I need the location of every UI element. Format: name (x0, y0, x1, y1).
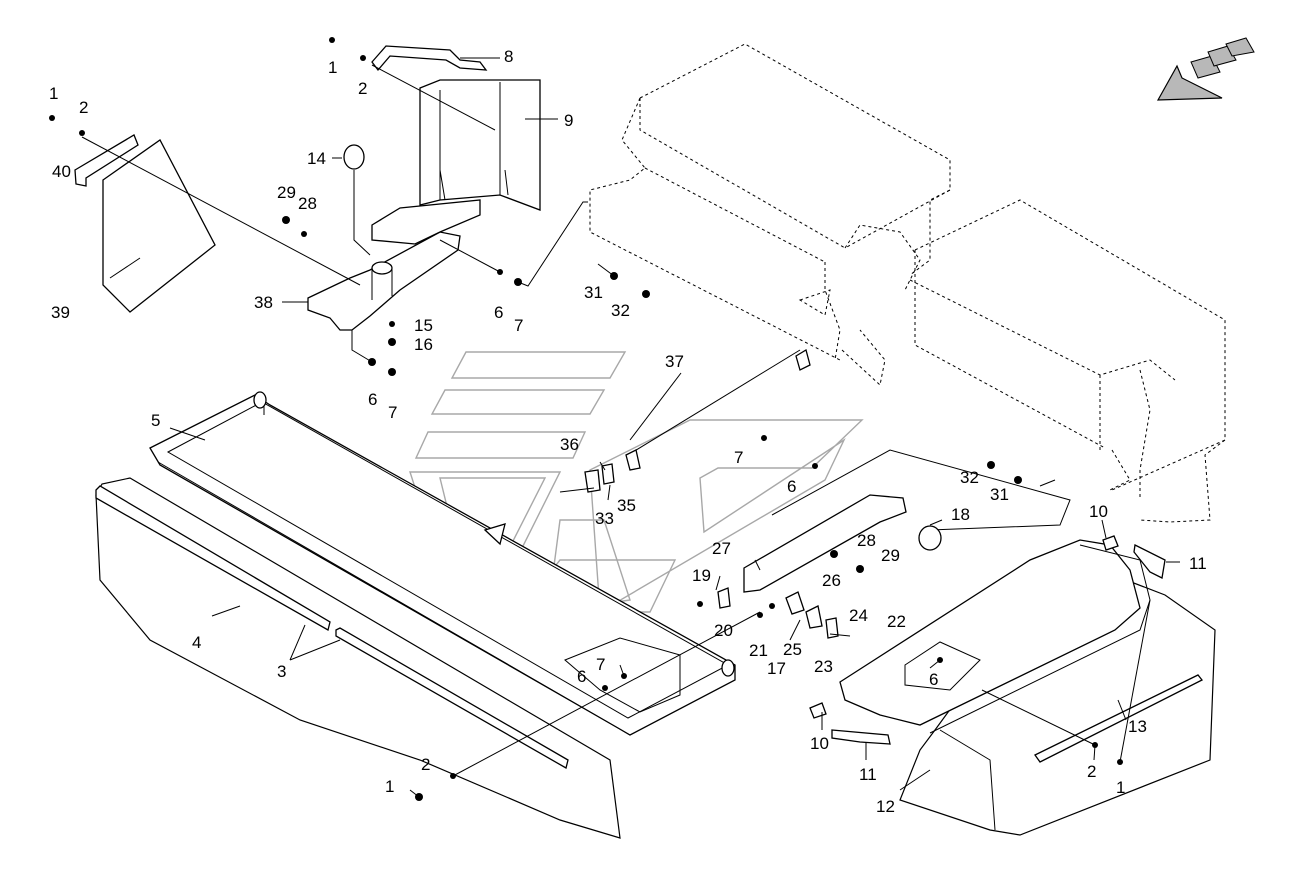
part-38-bracket (307, 199, 481, 331)
part-37-rod (625, 348, 811, 471)
callout-38: 38 (254, 293, 273, 312)
part-36-clip (584, 463, 615, 493)
part-8-strap (371, 45, 488, 72)
callout-7: 7 (388, 403, 397, 422)
part-5-frame (149, 391, 736, 736)
part-26-clamp (785, 591, 823, 629)
callout-1: 1 (49, 84, 58, 103)
callouts: 1 2 8 9 1 2 40 14 29 28 39 38 6 7 15 16 … (49, 47, 1207, 816)
part-27-support-arm (743, 449, 1071, 593)
callout-32: 32 (611, 301, 630, 320)
callout-7: 7 (596, 655, 605, 674)
fasteners (49, 37, 1123, 801)
part-39-mud-flap (102, 139, 216, 313)
callout-22: 22 (887, 612, 906, 631)
callout-2: 2 (1087, 762, 1096, 781)
part-10-bracket-a (1102, 535, 1119, 551)
callout-11: 11 (859, 765, 877, 784)
callout-2: 2 (79, 98, 88, 117)
callout-1: 1 (385, 777, 394, 796)
part-9-guard-plate (419, 79, 541, 211)
callout-2: 2 (421, 755, 430, 774)
callout-16: 16 (414, 335, 433, 354)
direction-arrow-icon (1156, 37, 1255, 101)
part-11-bracket-b (831, 729, 891, 745)
callout-3: 3 (277, 662, 286, 681)
callout-20: 20 (714, 621, 733, 640)
callout-19: 19 (692, 566, 711, 585)
callout-2: 2 (358, 79, 367, 98)
callout-37: 37 (665, 352, 684, 371)
part-40-bracket (74, 134, 139, 187)
callout-23: 23 (814, 657, 833, 676)
callout-8: 8 (504, 47, 513, 66)
leader-lines (81, 57, 1180, 798)
callout-29: 29 (277, 183, 296, 202)
part-20-plate (717, 587, 731, 609)
hopper-boxes (589, 43, 1226, 523)
callout-12: 12 (876, 797, 895, 816)
part-10-bracket-b (809, 702, 827, 719)
callout-1: 1 (1116, 778, 1125, 797)
callout-21: 21 (749, 641, 768, 660)
callout-28: 28 (298, 194, 317, 213)
callout-32: 32 (960, 468, 979, 487)
callout-14: 14 (307, 149, 326, 168)
part-4-cover-sheet (95, 477, 621, 839)
callout-39: 39 (51, 303, 70, 322)
callout-17: 17 (767, 659, 786, 678)
callout-40: 40 (52, 162, 71, 181)
part-11-bracket-a (1133, 544, 1166, 579)
callout-6: 6 (929, 670, 938, 689)
part-18-knob (918, 525, 942, 551)
callout-6: 6 (494, 303, 503, 322)
callout-15: 15 (414, 316, 433, 335)
callout-31: 31 (584, 283, 603, 302)
callout-24: 24 (849, 606, 868, 625)
callout-35: 35 (617, 496, 636, 515)
callout-10: 10 (810, 734, 829, 753)
callout-33: 33 (595, 509, 614, 528)
callout-36: 36 (560, 435, 579, 454)
callout-1: 1 (328, 58, 337, 77)
part-24-clamp (825, 617, 839, 639)
callout-18: 18 (951, 505, 970, 524)
callout-9: 9 (564, 111, 573, 130)
callout-29: 29 (881, 546, 900, 565)
callout-6: 6 (577, 667, 586, 686)
callout-10: 10 (1089, 502, 1108, 521)
callout-31: 31 (990, 485, 1009, 504)
callout-4: 4 (192, 633, 201, 652)
part-12-side-guard (899, 569, 1216, 836)
callout-13: 13 (1128, 717, 1147, 736)
callout-7: 7 (734, 448, 743, 467)
part-13-strip (1034, 674, 1204, 763)
part-14-cap (343, 144, 371, 256)
callout-25: 25 (783, 640, 802, 659)
callout-6: 6 (368, 390, 377, 409)
callout-6: 6 (787, 477, 796, 496)
callout-26: 26 (822, 571, 841, 590)
callout-11: 11 (1189, 554, 1207, 573)
callout-5: 5 (151, 411, 160, 430)
callout-7: 7 (514, 316, 523, 335)
callout-28: 28 (857, 531, 876, 550)
callout-27: 27 (712, 539, 731, 558)
